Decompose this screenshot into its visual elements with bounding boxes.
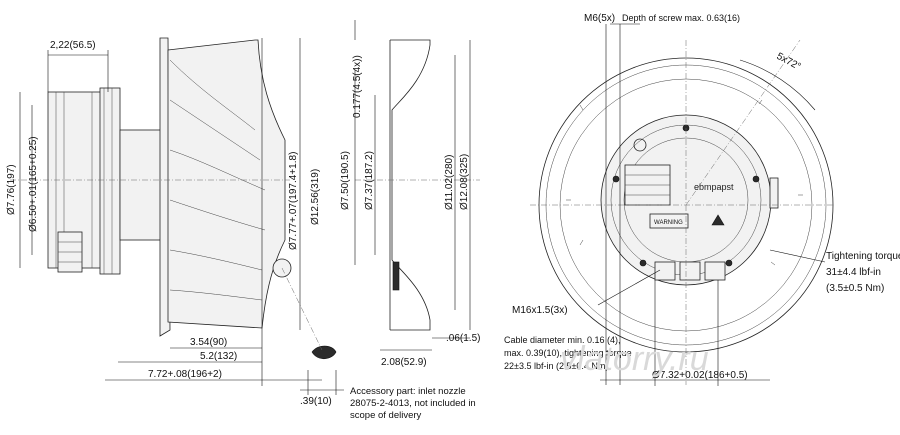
dim-rotor-diameter-label: Ø7.77+.07(197.4+1.8) — [288, 152, 299, 250]
side-clip — [769, 177, 779, 209]
motor-flange — [99, 87, 121, 275]
impeller-blades — [167, 39, 286, 329]
dim-a-label: 3.54(90) — [190, 337, 227, 348]
dim-d1-label: Ø11.02(280) — [444, 155, 455, 210]
dim-front-bottom-label: Ø7.32+0.02(186+0.5) — [652, 370, 748, 381]
dim-nozzle-outer-label: Ø7.50(190.5) — [340, 151, 351, 210]
nozzle-profile — [390, 39, 431, 331]
dim-wheel-diameter-label: Ø12.56(319) — [310, 169, 321, 225]
cable-gland-top — [633, 138, 647, 152]
screw-hole — [752, 175, 760, 183]
side-view: 2,22(56.5) Ø7.76(197) Ø6.50+.01(165+0.25… — [6, 37, 476, 421]
dim-width-label: 2,22(56.5) — [50, 40, 96, 51]
angle-label: 5x72° — [775, 51, 803, 73]
dim-motor-outer-label: Ø7.76(197) — [6, 164, 17, 215]
dim-nozzle-bottom-label: 2.08(52.9) — [381, 357, 427, 368]
dim-c-label: 7.72+.08(196+2) — [148, 369, 222, 380]
cable-gland-bottom — [704, 261, 726, 281]
screw-thread-label: M6(5x) — [584, 13, 615, 24]
dim-nozzle-right-label: .06(1.5) — [446, 333, 480, 344]
screw-hole — [612, 175, 620, 183]
screw-hole — [725, 259, 733, 267]
cable-gland-bottom — [654, 261, 676, 281]
warning-triangle-icon — [711, 214, 725, 226]
nozzle-cross-section — [311, 345, 337, 360]
screw-hole — [639, 259, 647, 267]
accessory-note: Accessory part: inlet nozzle 28075-2-401… — [350, 386, 476, 421]
nozzle-view: 0.177(4.5(4x)) Ø7.50(190.5) Ø7.37(187.2)… — [340, 20, 480, 368]
dim-d-label: .39(10) — [300, 396, 332, 407]
torque-value-label: 31±4.4 lbf-in — [826, 267, 881, 278]
warning-label-text: WARNING — [654, 220, 683, 226]
cable-note-line1: Cable diameter min. 0.16 (4), — [504, 335, 621, 345]
watermark: vlatorry.ru — [560, 340, 709, 378]
warning-label — [649, 213, 689, 229]
torque-metric-label: (3.5±0.5 Nm) — [826, 283, 884, 294]
dim-nozzle-inner-label: Ø7.37(187.2) — [364, 151, 375, 210]
front-view: ebmpapst WARNING — [504, 13, 900, 386]
dim-b-label: 5.2(132) — [200, 351, 237, 362]
torque-title-label: Tightening torque — [826, 251, 900, 262]
nozzle-bolt — [392, 261, 400, 291]
cable-gland-bottom — [679, 261, 701, 281]
dim-nozzle-top-label: 0.177(4.5(4x)) — [352, 55, 363, 118]
screw-depth-label: Depth of screw max. 0.63(16) — [622, 13, 740, 23]
dim-d2-label: Ø12.08(325) — [459, 154, 470, 210]
dim-motor-inner-label: Ø6.50+.01(165+0.25) — [28, 136, 39, 232]
impeller-backplate — [159, 37, 171, 337]
cable-note-line3: 22±3.5 lbf-in (2.5±0.4 Nm) — [504, 361, 608, 371]
thread-label: M16x1.5(3x) — [512, 305, 568, 316]
brand-logo: ebmpapst — [694, 182, 734, 192]
cable-note-line2: max. 0.39(10), tightening torque — [504, 348, 632, 358]
